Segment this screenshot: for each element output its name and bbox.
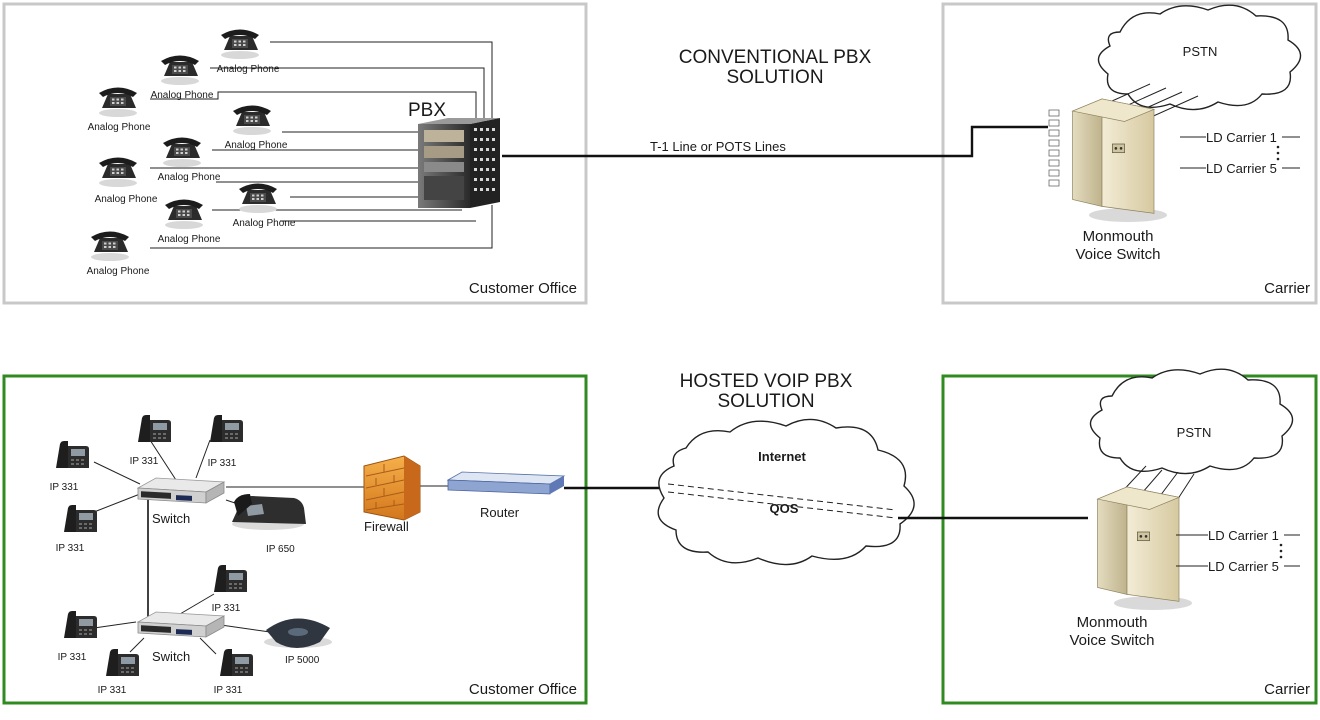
svg-text:Analog Phone: Analog Phone <box>95 194 158 205</box>
svg-text:PSTN: PSTN <box>1183 44 1218 59</box>
firewall-label: Firewall <box>364 519 409 534</box>
ip-phone: IP 331 <box>98 649 139 696</box>
t1-link-label: T-1 Line or POTS Lines <box>650 139 786 154</box>
ld-carrier-5-label: LD Carrier 5 <box>1208 559 1279 574</box>
voice-switch-label-line1: Monmouth <box>1083 228 1154 245</box>
svg-text:Analog Phone: Analog Phone <box>217 64 280 75</box>
top-carrier-box <box>941 2 1318 305</box>
analog-phone-wires <box>150 41 493 249</box>
svg-text:IP 331: IP 331 <box>50 482 79 493</box>
ld-carrier-1-label: LD Carrier 1 <box>1208 528 1279 543</box>
ld-carrier-5-label: LD Carrier 5 <box>1206 161 1277 176</box>
ld-carrier-1-label: LD Carrier 1 <box>1206 130 1277 145</box>
top-title-line1: CONVENTIONAL PBX <box>679 47 872 68</box>
svg-text:Analog Phone: Analog Phone <box>151 90 214 101</box>
analog-phone: Analog Phone <box>233 183 296 229</box>
analog-phone: Analog Phone <box>225 105 288 151</box>
analog-phone: Analog Phone <box>88 87 151 133</box>
pbx-label: PBX <box>408 100 446 121</box>
firewall-icon <box>363 455 421 521</box>
network-switch-icon <box>137 611 225 638</box>
ip-phone: IP 331 <box>58 611 97 663</box>
ld-carrier-lines-bottom: LD Carrier 1 LD Carrier 5 <box>1176 528 1300 574</box>
bottom-carrier-label: Carrier <box>1264 681 1310 698</box>
svg-text:QOS: QOS <box>770 501 799 516</box>
pstn-cloud-top: PSTN <box>1097 4 1302 111</box>
ip-5000-conference-phone-icon <box>264 618 332 648</box>
svg-text:IP 331: IP 331 <box>212 603 241 614</box>
bottom-title-line2: SOLUTION <box>717 391 814 412</box>
analog-phone: Analog Phone <box>158 199 221 245</box>
svg-text:Internet: Internet <box>758 449 806 464</box>
switch-label: Switch <box>152 649 190 664</box>
network-switch-icon <box>137 477 225 504</box>
svg-text:PSTN: PSTN <box>1177 425 1212 440</box>
bottom-title-line1: HOSTED VOIP PBX <box>680 371 853 392</box>
voice-switch-label-line2: Voice Switch <box>1069 632 1154 649</box>
t1-link-line <box>502 125 1048 158</box>
svg-text:IP 331: IP 331 <box>98 685 127 696</box>
switch-label: Switch <box>152 511 190 526</box>
router-label: Router <box>480 505 520 520</box>
svg-text:IP 331: IP 331 <box>56 543 85 554</box>
ip-phone: IP 331 <box>208 415 243 469</box>
svg-text:Analog Phone: Analog Phone <box>87 266 150 277</box>
bottom-section: HOSTED VOIP PBX SOLUTION IP 331 IP 331 <box>2 368 1318 705</box>
svg-text:Analog Phone: Analog Phone <box>158 234 221 245</box>
ip-650-phone-icon <box>232 494 306 530</box>
top-title-line2: SOLUTION <box>726 67 823 88</box>
internet-cloud: Internet QOS <box>657 418 915 566</box>
bottom-customer-office-box <box>2 374 588 705</box>
top-customer-office-box <box>2 2 588 305</box>
analog-phone: Analog Phone <box>87 231 150 277</box>
ld-carrier-lines-top: LD Carrier 1 LD Carrier 5 <box>1180 130 1300 176</box>
ip-phone: IP 331 <box>212 565 247 614</box>
ip-phone: IP 331 <box>214 649 253 696</box>
bottom-carrier-box <box>941 374 1318 705</box>
ip-phone: IP 331 <box>130 415 171 467</box>
top-section: CONVENTIONAL PBX SOLUTION Analog Phone A… <box>2 2 1318 305</box>
ip-phone: IP 331 <box>50 441 89 493</box>
pstn-cloud-bottom: PSTN <box>1089 368 1294 475</box>
ip-650-label: IP 650 <box>266 544 295 555</box>
router-icon <box>446 471 566 495</box>
svg-text:Analog Phone: Analog Phone <box>88 122 151 133</box>
svg-text:IP 331: IP 331 <box>130 456 159 467</box>
analog-phone: Analog Phone <box>158 137 221 183</box>
lan-wires <box>93 439 448 655</box>
voice-switch-label-line2: Voice Switch <box>1075 246 1160 263</box>
voice-switch-icon-bottom <box>1096 486 1193 610</box>
ip-5000-label: IP 5000 <box>285 655 320 666</box>
analog-phone: Analog Phone <box>217 29 280 75</box>
top-customer-office-label: Customer Office <box>469 280 577 297</box>
voice-switch-icon-top <box>1048 98 1168 222</box>
svg-text:IP 331: IP 331 <box>58 652 87 663</box>
top-carrier-label: Carrier <box>1264 280 1310 297</box>
analog-phone: Analog Phone <box>151 55 214 101</box>
bottom-customer-office-label: Customer Office <box>469 681 577 698</box>
svg-text:IP 331: IP 331 <box>214 685 243 696</box>
svg-text:IP 331: IP 331 <box>208 458 237 469</box>
svg-text:Analog Phone: Analog Phone <box>225 140 288 151</box>
svg-text:Analog Phone: Analog Phone <box>233 218 296 229</box>
pbx-icon <box>418 118 500 208</box>
svg-text:Analog Phone: Analog Phone <box>158 172 221 183</box>
ip-phone: IP 331 <box>56 505 97 554</box>
analog-phone: Analog Phone <box>95 157 158 205</box>
voice-switch-label-line1: Monmouth <box>1077 614 1148 631</box>
